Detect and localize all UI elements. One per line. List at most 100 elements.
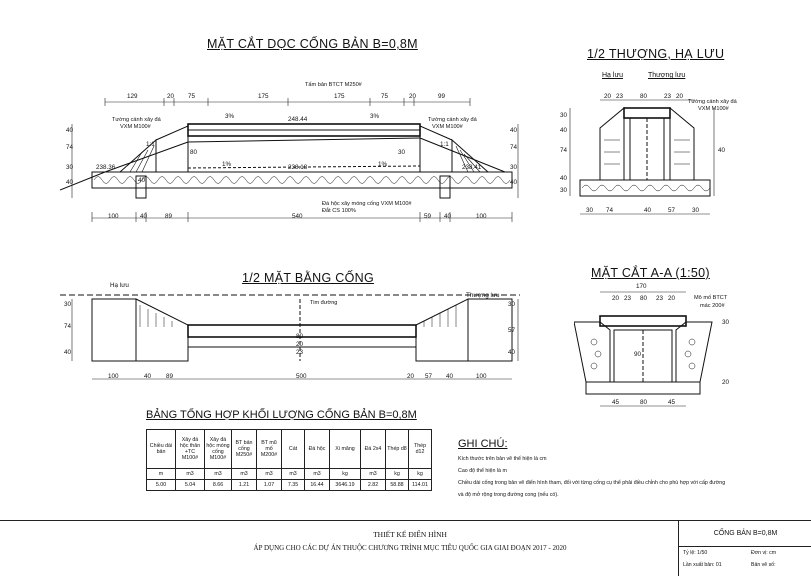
plan-view-drawing: [60, 294, 520, 380]
dim-label: 129: [127, 93, 138, 100]
height-label: 30: [560, 187, 568, 194]
drawing-name: CỐNG BẢN B=0,8M: [679, 521, 811, 547]
level-right: 238.41: [462, 164, 482, 171]
height-label: 30: [398, 149, 406, 156]
bottom-dim: 100: [476, 373, 487, 380]
dim-label: 20: [604, 93, 612, 100]
table-cell: m3: [304, 468, 330, 480]
height-label: 30: [508, 301, 516, 308]
height-label: 30: [66, 164, 74, 171]
table-header-row: Chiều dài bản Xây đá hộc thân +TC M100# …: [146, 429, 432, 469]
table-cell: 16.44: [304, 479, 330, 491]
plan-view-title: 1/2 MẶT BẰNG CỐNG: [242, 271, 374, 285]
table-cell: 58.88: [385, 479, 409, 491]
bottom-dim: 57: [668, 207, 676, 214]
table-cell: kg: [408, 468, 432, 480]
notes-block: GHI CHÚ: Kích thước trên bản vẽ thể hiện…: [458, 438, 725, 498]
mortar-label: Mô mố BTCT: [694, 295, 728, 301]
table-cell: m: [146, 468, 176, 480]
table-header: Đá 2x4: [360, 429, 386, 469]
notes-heading: GHI CHÚ:: [458, 438, 508, 450]
note-line: và độ mở rộng trong đường cong (nếu có).: [458, 492, 559, 498]
height-label: 57: [508, 327, 516, 334]
slope-label: 3%: [370, 113, 380, 120]
volume-table-title: BẢNG TỔNG HỢP KHỐI LƯỢNG CỐNG BẢN B=0,8M: [146, 409, 417, 421]
updown-wall-mortar: VXM M100#: [698, 106, 729, 112]
bottom-dim: 40: [644, 207, 652, 214]
foundation-fill-note: Đắt CS 100%: [322, 208, 356, 214]
height-label: 74: [560, 147, 568, 154]
table-header: Chiều dài bản: [146, 429, 176, 469]
left-wing-wall-label: Tường cánh xây đá: [112, 117, 161, 123]
table-cell: 5.00: [146, 479, 176, 491]
table-header: BT mũ mố M200#: [256, 429, 282, 469]
table-cell: 1.21: [231, 479, 257, 491]
foundation-note: Đá hộc xây móng cống VXM M100#: [322, 201, 412, 207]
height-label: 20: [296, 341, 304, 348]
slope-label: 1%: [378, 161, 388, 168]
table-cell: m3: [204, 468, 232, 480]
table-cell: 114.01: [408, 479, 432, 491]
revision-label: Lần xuất bản: 01: [683, 562, 722, 568]
right-wing-wall-label: Tường cánh xây đá: [428, 117, 477, 123]
height-label: 40: [560, 175, 568, 182]
height-label: 90: [634, 351, 642, 358]
title-block-line2: ÁP DỤNG CHO CÁC DỰ ÁN THUỘC CHƯƠNG TRÌNH…: [253, 544, 567, 552]
slope-ratio: 1:1: [146, 141, 155, 148]
height-label: 23: [296, 349, 304, 356]
bottom-dim: 89: [165, 213, 173, 220]
note-line: Cao độ thể hiện là m: [458, 468, 507, 474]
bottom-dim: 500: [296, 373, 307, 380]
table-header: Xi măng: [329, 429, 361, 469]
table-cell: 5.04: [175, 479, 205, 491]
updown-wall-label: Tường cánh xây đá: [688, 99, 737, 105]
bottom-dim: 100: [476, 213, 487, 220]
height-label: 80: [296, 333, 304, 340]
level-left: 238.36: [96, 164, 116, 171]
dim-label: 20: [668, 295, 676, 302]
table-cell: kg: [329, 468, 361, 480]
bottom-dim: 80: [640, 399, 648, 406]
height-label: 40: [66, 179, 74, 186]
dim-label: 75: [188, 93, 196, 100]
height-label: 30: [64, 301, 72, 308]
slope-label: 3%: [225, 113, 235, 120]
table-header: Xây đá hộc thân +TC M100#: [175, 429, 205, 469]
dim-label: 20: [167, 93, 175, 100]
bottom-dim: 540: [292, 213, 303, 220]
dim-label: 75: [381, 93, 389, 100]
bottom-dim: 40: [144, 373, 152, 380]
slope-label: 1%: [222, 161, 232, 168]
dim-label: 20: [612, 295, 620, 302]
upstream-label: Thượng lưu: [648, 72, 686, 79]
table-cell: m3: [281, 468, 305, 480]
height-label: 40: [560, 127, 568, 134]
height-label: 40: [510, 127, 518, 134]
bottom-dim: 89: [166, 373, 174, 380]
updown-view-drawing: [569, 99, 715, 215]
table-header: Thép d8: [385, 429, 409, 469]
height-label: 40: [508, 349, 516, 356]
longitudinal-section-drawing: [60, 98, 519, 222]
longitudinal-section-title: MẶT CẮT DỌC CỐNG BẢN B=0,8M: [207, 37, 418, 51]
bottom-dim: 57: [425, 373, 433, 380]
note-line: Kích thước trên bản vẽ thể hiện là cm: [458, 456, 547, 462]
updown-view-title: 1/2 THƯỢNG, HẠ LƯU: [587, 47, 725, 61]
cross-section-drawing: [574, 291, 713, 407]
dim-label: 23: [656, 295, 664, 302]
table-row: 5.00 5.04 8.66 1.21 1.07 7.35 16.44 3646…: [146, 479, 432, 491]
bottom-dim: 40: [444, 213, 452, 220]
height-label: 74: [66, 144, 74, 151]
dim-label: 23: [664, 93, 672, 100]
dim-label: 20: [676, 93, 684, 100]
table-cell: 1.07: [256, 479, 282, 491]
bottom-dim: 100: [108, 373, 119, 380]
height-label: 40: [66, 127, 74, 134]
table-header: Đá hộc: [304, 429, 330, 469]
table-cell: m3: [360, 468, 386, 480]
sheet-number-label: Bản vẽ số:: [751, 562, 776, 568]
height-label: 80: [190, 149, 198, 156]
cross-section-title: MẶT CẮT A-A (1:50): [591, 266, 710, 280]
left-wing-wall-mortar: VXM M100#: [120, 124, 151, 130]
